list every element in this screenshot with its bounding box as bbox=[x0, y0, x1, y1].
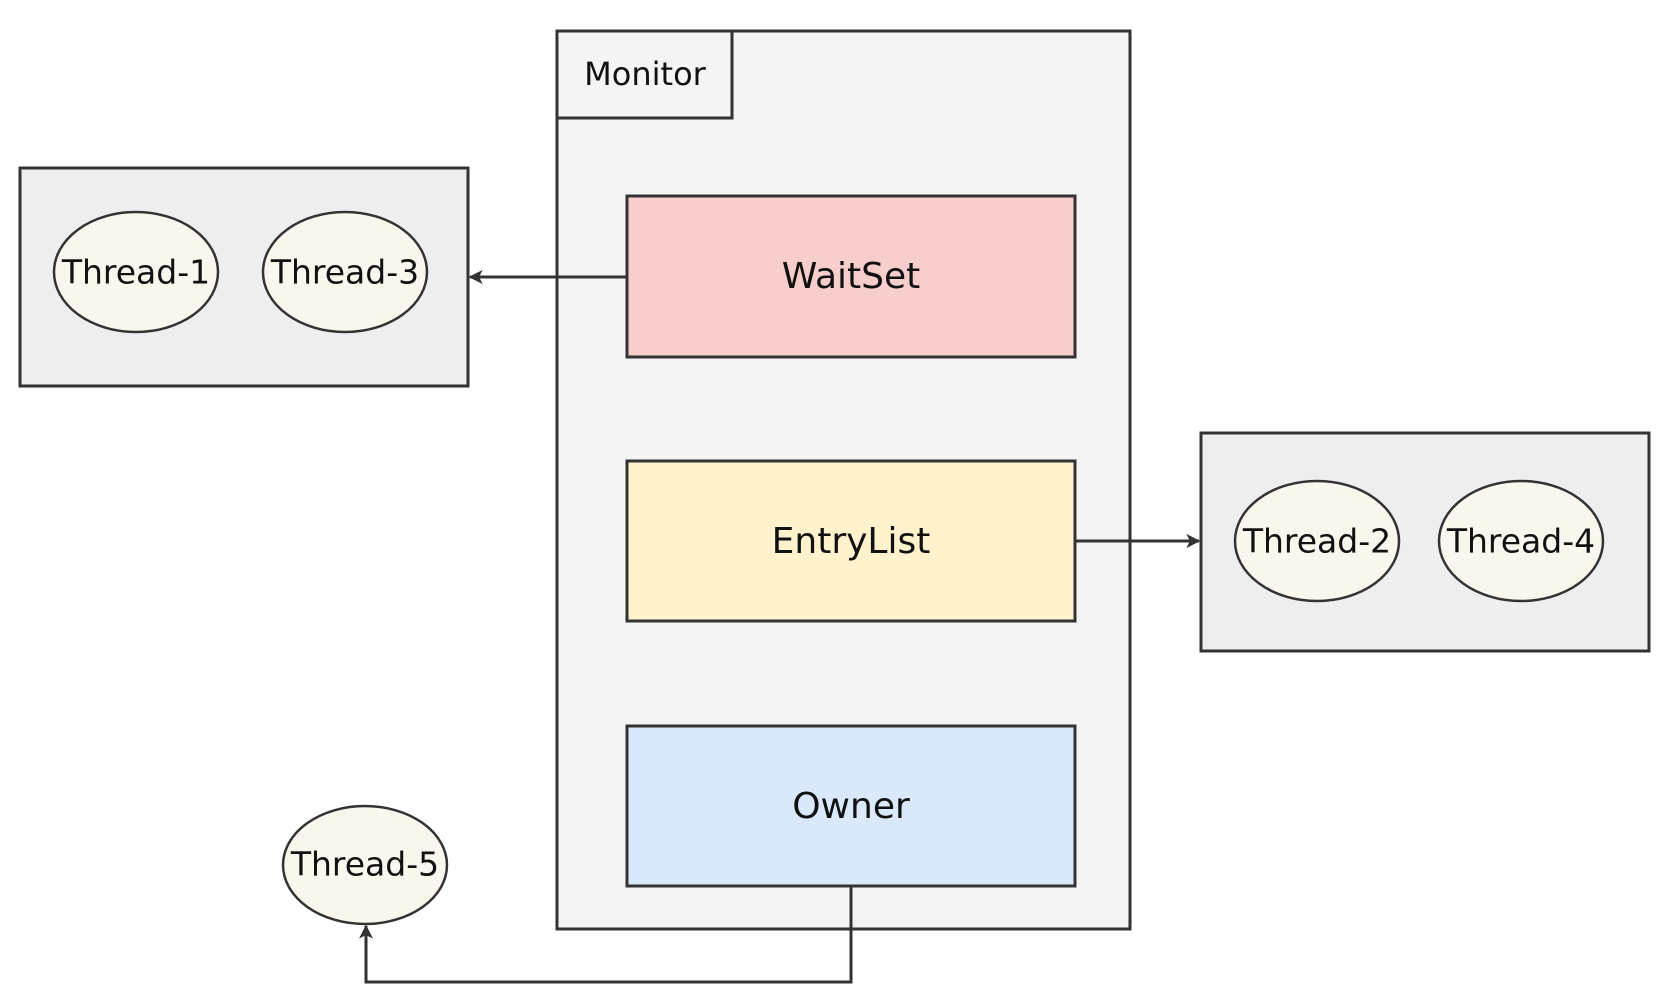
thread-node bbox=[1437, 479, 1605, 603]
owner-thread-label: Thread-5 bbox=[290, 845, 439, 884]
owner-box: Owner bbox=[625, 724, 1077, 888]
blocked-threads-group: Thread-2 Thread-4 bbox=[1199, 431, 1651, 653]
thread-node bbox=[1233, 479, 1401, 603]
thread-node bbox=[52, 210, 220, 334]
owner-thread-node: Thread-5 bbox=[281, 804, 449, 926]
thread-node bbox=[261, 210, 429, 334]
owner-thread-ellipse bbox=[281, 804, 449, 926]
entrylist-box: EntryList bbox=[625, 459, 1077, 623]
thread-label: Thread-3 bbox=[270, 253, 419, 292]
owner-label: Owner bbox=[792, 786, 910, 827]
thread-label: Thread-1 bbox=[61, 253, 210, 292]
monitor-title: Monitor bbox=[584, 55, 706, 93]
owner-to-thread-connector bbox=[359, 886, 853, 984]
waiting-threads-group: Thread-1 Thread-3 bbox=[18, 166, 470, 388]
waitset-box: WaitSet bbox=[625, 194, 1077, 359]
thread-label: Thread-4 bbox=[1446, 522, 1595, 561]
entrylist-rect bbox=[625, 459, 1077, 623]
entrylist-label: EntryList bbox=[772, 521, 931, 562]
waitset-rect bbox=[625, 194, 1077, 359]
thread-label: Thread-2 bbox=[1242, 522, 1391, 561]
monitor-tab bbox=[555, 29, 734, 120]
waitset-label: WaitSet bbox=[782, 256, 921, 297]
